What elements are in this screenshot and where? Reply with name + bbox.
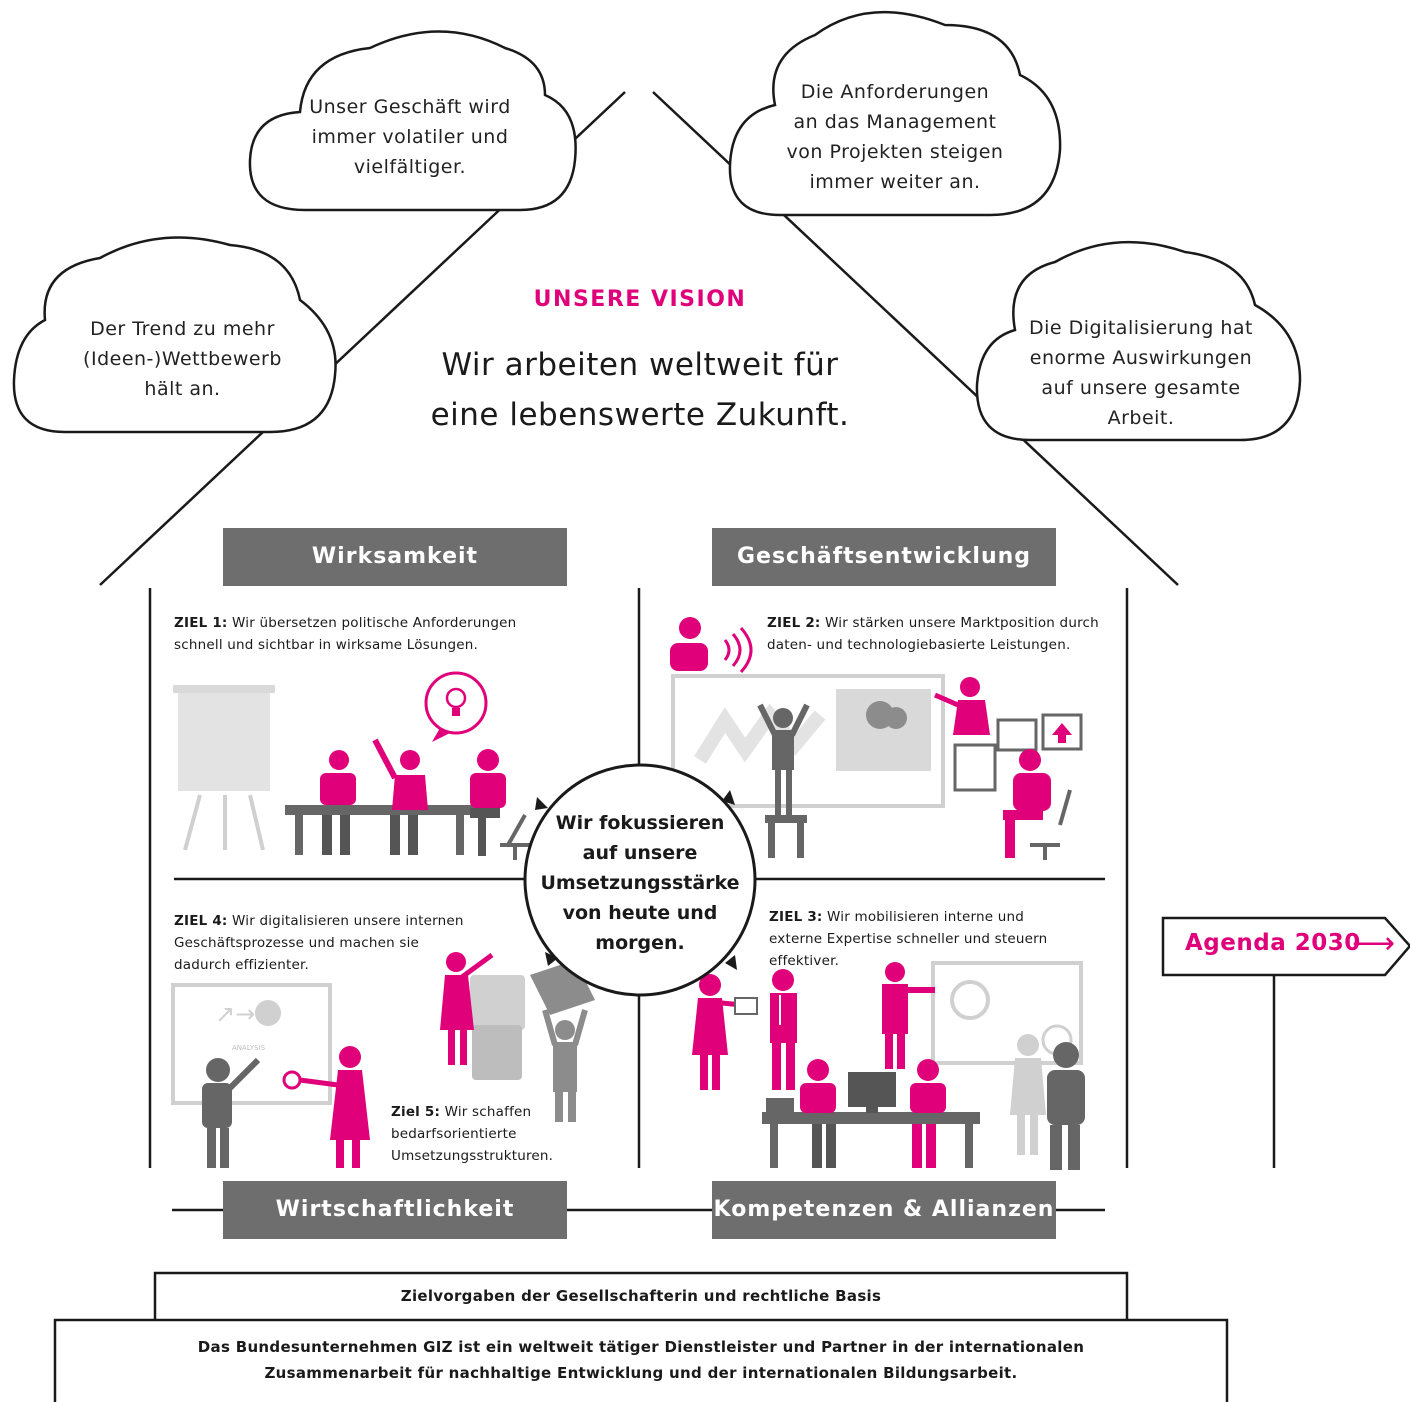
- goal-5: Ziel 5: Wir schaffen bedarfsorientierte …: [391, 1101, 566, 1167]
- goal-3: ZIEL 3: Wir mobilisieren interne und ext…: [769, 906, 1079, 972]
- illustration-meeting: [173, 671, 530, 860]
- goal-3-label: ZIEL 3:: [769, 909, 823, 925]
- center-focus-text: Wir fokussieren auf unsere Umsetzungsstä…: [540, 812, 740, 954]
- pillar-kompetenzen: Kompetenzen & Allianzen: [712, 1181, 1056, 1239]
- goal-5-text: Wir schaffen bedarfsorientierte Umsetzun…: [391, 1104, 554, 1164]
- vision-label: UNSERE VISION: [533, 287, 747, 312]
- cloud-text-volatile: Unser Geschäft wird immer volatiler und …: [309, 96, 511, 178]
- pillar-geschaeftsentwicklung: Geschäftsentwicklung: [712, 528, 1056, 586]
- goal-1-text: Wir übersetzen politische Anforderungen …: [174, 615, 517, 653]
- analysis-label: ANALYSIS: [232, 1044, 266, 1052]
- goal-2-label: ZIEL 2:: [767, 615, 821, 631]
- goal-3-text: Wir mobilisieren interne und externe Exp…: [769, 909, 1048, 969]
- cloud-top-right: [728, 10, 1062, 217]
- arrow-right-icon: ⟶: [1352, 926, 1396, 961]
- cloud-mid-left: [12, 236, 337, 434]
- foundation-goals-legal-basis: Zielvorgaben der Gesellschafterin und re…: [400, 1287, 882, 1305]
- pillar-wirtschaftlichkeit: Wirtschaftlichkeit: [223, 1181, 567, 1239]
- foundation-line-1: Das Bundesunternehmen GIZ ist ein weltwe…: [197, 1338, 1085, 1356]
- illustration-digital-processes: ↗→ ANALYSIS: [171, 952, 595, 1168]
- goal-4-label: ZIEL 4:: [174, 913, 228, 929]
- cloud-text-digitalization: Die Digitalisierung hat enorme Auswirkun…: [1028, 317, 1254, 429]
- cloud-text-management: Die Anforderungen an das Management von …: [786, 81, 1004, 193]
- svg-text:↗→: ↗→: [215, 1000, 255, 1028]
- agenda-2030-label: Agenda 2030: [1185, 930, 1361, 956]
- cloud-text-competition: Der Trend zu mehr (Ideen-)Wettbewerb häl…: [83, 318, 282, 400]
- illustration-expertise: [692, 961, 1085, 1170]
- foundation-bottom-box: [53, 1318, 1229, 1402]
- foundation-top-box: [153, 1271, 1129, 1320]
- agenda-sign: [1161, 916, 1410, 977]
- foundation-giz-description: Das Bundesunternehmen GIZ ist ein weltwe…: [55, 1320, 1227, 1402]
- pillar-wirksamkeit: Wirksamkeit: [223, 528, 567, 586]
- illustration-data-technology: [670, 617, 1083, 860]
- goal-2: ZIEL 2: Wir stärken unsere Marktposition…: [767, 612, 1102, 656]
- goal-4: ZIEL 4: Wir digitalisieren unsere intern…: [174, 910, 469, 976]
- cloud-mid-right: [975, 240, 1302, 442]
- vision-statement: Wir arbeiten weltweit für eine lebenswer…: [430, 347, 850, 433]
- foundation-line-2: Zusammenarbeit für nachhaltige Entwicklu…: [264, 1364, 1018, 1382]
- center-circle: [523, 763, 757, 997]
- goal-5-label: Ziel 5:: [391, 1104, 441, 1120]
- cloud-top-left: [248, 30, 577, 212]
- goal-2-text: Wir stärken unsere Marktposition durch d…: [767, 615, 1099, 653]
- goal-4-text: Wir digitalisieren unsere internen Gesch…: [174, 913, 464, 973]
- goal-1: ZIEL 1: Wir übersetzen politische Anford…: [174, 612, 519, 656]
- goal-1-label: ZIEL 1:: [174, 615, 228, 631]
